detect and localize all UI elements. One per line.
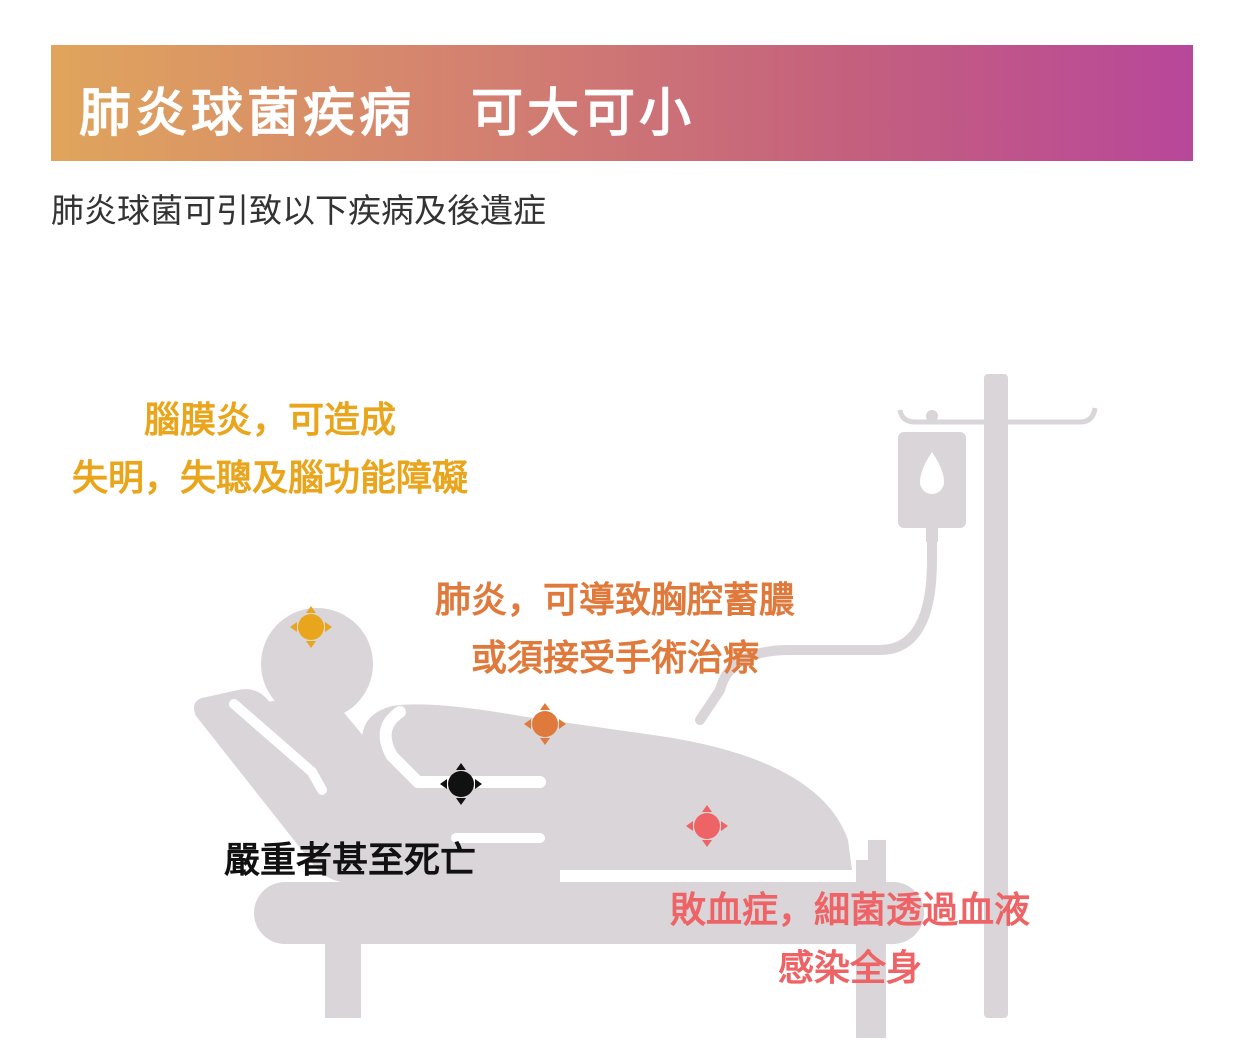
sepsis-line-2: 感染全身 [777,948,922,989]
pneumonia-line-1: 肺炎，可導致胸腔蓄膿 [434,580,795,621]
pneumonia-note: 肺炎，可導致胸腔蓄膿 或須接受手術治療 [410,572,820,688]
severe-line-1: 嚴重者甚至死亡 [223,840,476,881]
page-title: 肺炎球菌疾病 可大可小 [79,84,696,144]
header-banner: 肺炎球菌疾病 可大可小 [51,45,1193,161]
page-subtitle: 肺炎球菌可引致以下疾病及後遺症 [51,191,546,230]
sepsis-note: 敗血症，細菌透過血液 感染全身 [650,882,1050,998]
meningitis-line-2: 失明，失聰及腦功能障礙 [71,458,468,499]
abdomen-marker-icon [686,805,728,847]
hospital-bed-icon [254,840,924,1038]
sepsis-line-1: 敗血症，細菌透過血液 [669,890,1030,931]
iv-drip-icon [695,374,1098,1018]
meningitis-note: 腦膜炎，可造成 失明，失聰及腦功能障礙 [56,392,484,508]
head-marker-icon [290,606,332,648]
heart-marker-icon [440,763,482,805]
meningitis-line-1: 腦膜炎，可造成 [143,400,396,441]
chest-marker-icon [524,703,566,745]
severe-note: 嚴重者甚至死亡 [200,832,500,890]
pneumonia-line-2: 或須接受手術治療 [470,638,759,679]
